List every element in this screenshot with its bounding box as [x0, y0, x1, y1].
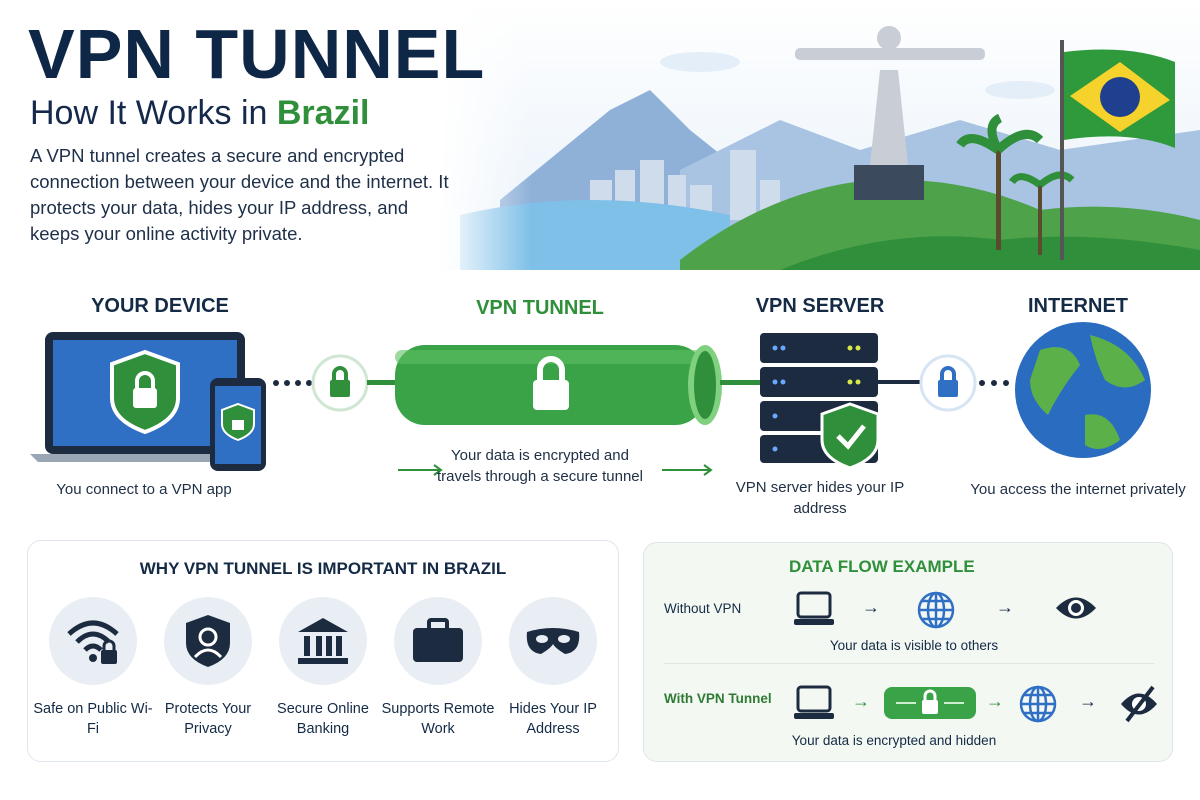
tunnel-lock-icon	[884, 687, 976, 719]
step-title-internet: INTERNET	[1028, 295, 1128, 317]
connection-dots	[273, 380, 312, 386]
arrow-icon: →	[1079, 691, 1097, 711]
why-item-label: Secure Online Banking	[277, 701, 369, 737]
page-title: VPN TUNNEL	[28, 15, 486, 93]
arrow-icon: →	[986, 691, 1004, 711]
laptop-icon	[794, 591, 834, 625]
shield-check-icon	[820, 402, 880, 470]
arrow-icon: →	[996, 597, 1014, 617]
step-title-tunnel: VPN TUNNEL	[476, 297, 604, 319]
bank-icon	[279, 597, 367, 685]
why-item: Protects Your Privacy	[163, 597, 253, 739]
wifi-lock-icon	[49, 597, 137, 685]
vpn-flow-diagram	[30, 322, 1151, 476]
without-vpn-caption: Your data is visible to others	[829, 638, 999, 653]
step-caption-tunnel: Your data is encrypted and travels throu…	[437, 447, 643, 485]
why-item-label: Hides Your IP Address	[509, 701, 597, 737]
lock-icon	[311, 354, 369, 412]
tunnel-lock-icon	[533, 356, 569, 410]
why-item-label: Supports Remote Work	[381, 701, 495, 737]
why-items: Safe on Public Wi-Fi Protects Your Priva…	[33, 597, 598, 739]
mask-icon	[509, 597, 597, 685]
step-caption-device: You connect to a VPN app	[56, 481, 232, 498]
with-vpn-caption: Your data is encrypted and hidden	[791, 733, 997, 748]
globe-icon	[917, 591, 955, 629]
lock-icon	[919, 354, 977, 412]
data-flow-panel: DATA FLOW EXAMPLE Without VPN → → Your d…	[643, 542, 1173, 762]
with-vpn-label: With VPN Tunnel	[664, 691, 772, 706]
laptop-icon	[794, 685, 834, 719]
globe-icon	[1019, 685, 1057, 723]
arrow-icon: →	[852, 691, 870, 711]
flow-title: DATA FLOW EXAMPLE	[789, 557, 975, 576]
why-vpn-panel: WHY VPN TUNNEL IS IMPORTANT IN BRAZIL Sa…	[27, 540, 619, 762]
step-caption-internet: You access the internet privately	[970, 481, 1186, 498]
step-caption-server: VPN server hides your IP address	[735, 479, 905, 517]
page-subtitle: How It Works in Brazil	[30, 94, 369, 133]
connection-dots	[979, 380, 1009, 386]
globe-icon	[1015, 322, 1151, 458]
subtitle-highlight: Brazil	[276, 94, 370, 132]
phone-icon	[210, 378, 266, 471]
why-item: Supports Remote Work	[382, 597, 494, 739]
divider	[664, 663, 1154, 664]
eye-icon	[1056, 597, 1096, 619]
why-title: WHY VPN TUNNEL IS IMPORTANT IN BRAZIL	[139, 559, 507, 578]
why-item: Secure Online Banking	[277, 597, 369, 739]
without-vpn-label: Without VPN	[664, 601, 742, 616]
arrow-icon: →	[862, 597, 880, 617]
eye-off-icon	[1121, 685, 1157, 723]
rio-landscape-illustration	[440, 0, 1200, 270]
briefcase-icon	[394, 597, 482, 685]
why-item: Safe on Public Wi-Fi	[33, 597, 153, 739]
shield-lock-icon	[110, 349, 180, 435]
step-title-server: VPN SERVER	[755, 295, 885, 317]
why-item: Hides Your IP Address	[508, 597, 598, 739]
why-item-label: Safe on Public Wi-Fi	[33, 701, 153, 737]
arrow-icon	[398, 464, 713, 476]
subtitle-text: How It Works in	[30, 94, 277, 132]
intro-paragraph: A VPN tunnel creates a secure and encryp…	[30, 145, 449, 244]
why-item-label: Protects Your Privacy	[164, 701, 252, 737]
step-title-device: YOUR DEVICE	[91, 295, 229, 317]
privacy-shield-icon	[164, 597, 252, 685]
